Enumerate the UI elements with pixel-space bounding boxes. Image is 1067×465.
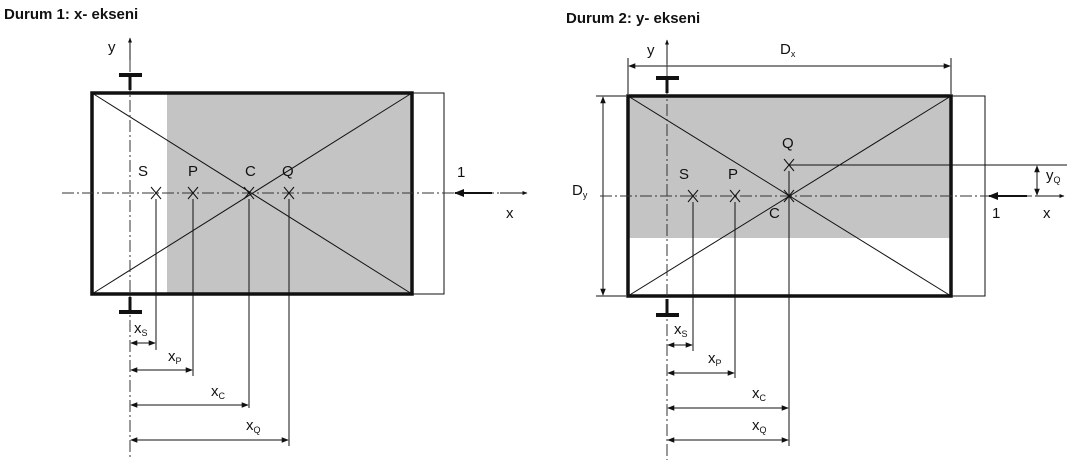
panel2-title: Durum 2: y- ekseni bbox=[566, 10, 700, 27]
panel2-dim-xs: xS bbox=[667, 321, 693, 348]
panel2-point-p: P bbox=[728, 166, 741, 203]
panel2-x-label: x bbox=[1043, 205, 1051, 222]
svg-text:S: S bbox=[679, 166, 689, 183]
svg-text:C: C bbox=[245, 163, 256, 180]
svg-text:P: P bbox=[188, 163, 198, 180]
panel1-load-label: 1 bbox=[457, 164, 465, 181]
svg-text:P: P bbox=[728, 166, 738, 183]
panel1-point-q: Q bbox=[282, 163, 295, 200]
panel-y-axis-case: Durum 2: y- ekseni Dx Dy y x bbox=[566, 10, 1067, 460]
panel1-x-label: x bbox=[506, 205, 514, 222]
svg-text:xQ: xQ bbox=[246, 417, 261, 435]
panel2-load-label: 1 bbox=[992, 205, 1000, 222]
panel1-title: Durum 1: x- ekseni bbox=[4, 6, 138, 23]
panel2-dim-xc: xC bbox=[667, 385, 789, 411]
panel1-dim-xq: xQ bbox=[130, 417, 289, 443]
svg-text:Q: Q bbox=[782, 135, 794, 152]
svg-text:xP: xP bbox=[708, 350, 722, 368]
panel2-dy-label: Dy bbox=[572, 182, 588, 200]
panel2-dim-xp: xP bbox=[667, 350, 735, 376]
panel2-point-s: S bbox=[679, 166, 699, 203]
panel2-point-q: Q bbox=[782, 135, 795, 172]
svg-text:Q: Q bbox=[282, 163, 294, 180]
svg-text:xQ: xQ bbox=[752, 417, 767, 435]
panel-x-axis-case: Durum 1: x- ekseni y x 1 S bbox=[4, 6, 528, 460]
panel1-y-label: y bbox=[108, 39, 116, 56]
panel1-point-p: P bbox=[187, 163, 199, 200]
panel2-y-label: y bbox=[647, 42, 655, 59]
svg-text:xS: xS bbox=[134, 320, 148, 338]
panel1-dim-xp: xP bbox=[130, 348, 193, 373]
svg-text:C: C bbox=[769, 205, 780, 222]
svg-text:S: S bbox=[138, 163, 148, 180]
panel1-dim-xc: xC bbox=[130, 383, 249, 408]
svg-text:xC: xC bbox=[752, 385, 767, 403]
panel1-dim-xs: xS bbox=[130, 320, 156, 346]
svg-text:xS: xS bbox=[674, 321, 688, 339]
svg-text:xP: xP bbox=[168, 348, 182, 366]
panel2-dx-label: Dx bbox=[780, 41, 796, 59]
panel2-yq-label: yQ bbox=[1046, 167, 1061, 185]
panel2-dim-xq: xQ bbox=[667, 417, 789, 443]
svg-text:xC: xC bbox=[211, 383, 226, 401]
panel1-point-s: S bbox=[138, 163, 162, 200]
panel1-point-c: C bbox=[243, 163, 256, 200]
